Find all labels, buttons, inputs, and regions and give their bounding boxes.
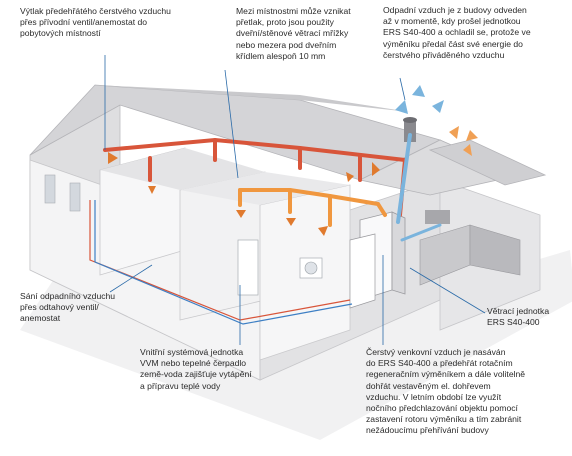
vvm-unit [349, 233, 376, 309]
roof [29, 84, 547, 196]
note-extract-air: Sání odpadního vzduchu přes odtahový ven… [20, 291, 116, 324]
callout-transfer [224, 69, 239, 179]
note-supply-air: Výtlak předehřátého čerstvého vzduchu př… [20, 6, 171, 39]
callout-extract [109, 264, 153, 293]
supply-ducts [238, 188, 387, 227]
kitchen-furniture [419, 210, 521, 286]
supply-air-arrows [108, 152, 380, 236]
callout-lines [104, 55, 486, 345]
roof-vent-terminal [403, 117, 417, 142]
note-exhaust-air: Odpadní vzduch je z budovy odveden až v … [383, 5, 531, 60]
heating-pipes [89, 200, 353, 325]
callout-exhaust [399, 77, 406, 101]
callout-unit [409, 267, 486, 314]
note-transfer-air: Mezi místnostmi může vznikat přetlak, pr… [236, 6, 351, 61]
exhaust-air-arrows [395, 85, 444, 114]
note-ventilation-unit: Větrací jednotka ERS S40-400 [487, 306, 550, 328]
note-vvm-unit: Vnitřní systémová jednotka VVM nebo tepe… [140, 347, 252, 391]
note-outdoor-air: Čerstvý venkovní vzduch je nasáván do ER… [366, 347, 526, 436]
outdoor-exhaust-ducts [396, 133, 442, 242]
outdoor-air-arrows [449, 126, 478, 156]
windows-and-doors [44, 174, 323, 296]
